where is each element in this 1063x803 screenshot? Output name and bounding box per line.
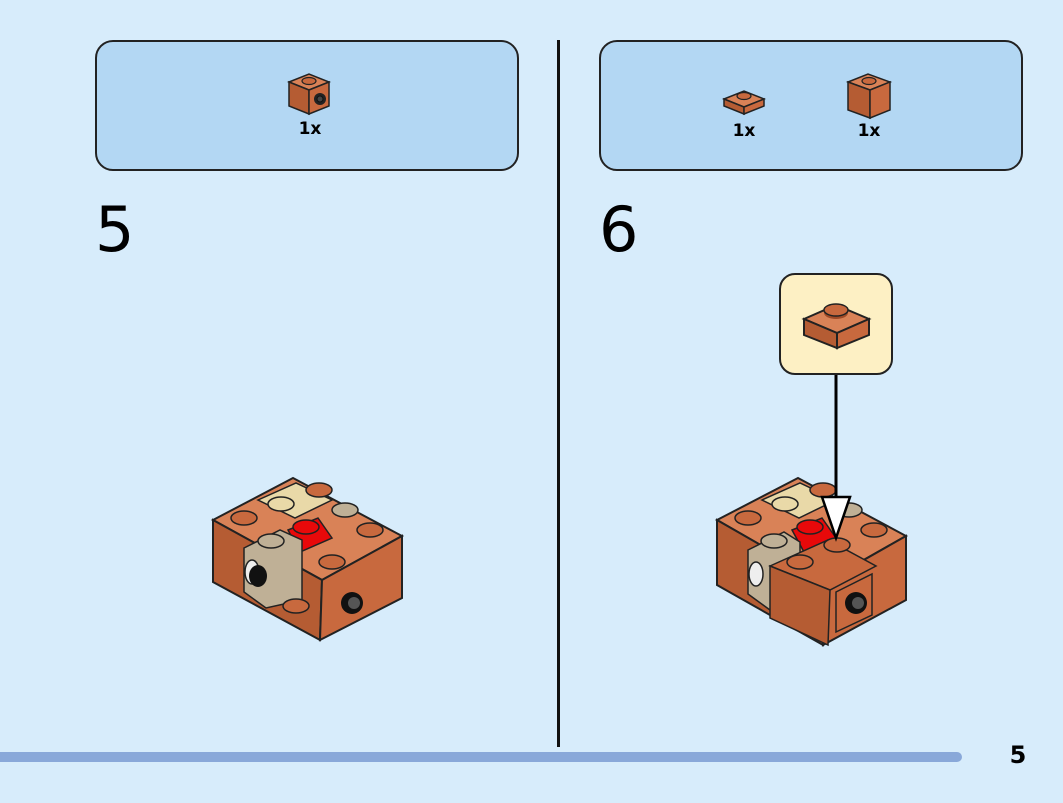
step-number: 5	[95, 193, 135, 266]
part-quantity: 1x	[857, 121, 881, 141]
part-quantity: 1x	[298, 119, 322, 139]
model-step-6	[714, 375, 909, 647]
part-item: 1x	[843, 68, 895, 140]
part-quantity: 1x	[732, 121, 756, 141]
plate-1x1-icon	[801, 303, 872, 350]
step-number: 6	[599, 193, 639, 266]
step-divider	[557, 40, 560, 747]
progress-bar	[0, 752, 962, 762]
brick-1x1-icon	[845, 73, 893, 120]
plate-1x1-icon	[721, 90, 767, 116]
model-step-5	[210, 476, 405, 642]
part-item: 1x	[721, 82, 767, 140]
parts-list-step-6: 1x 1x	[599, 40, 1023, 171]
brick-1x1-with-side-stud-icon	[286, 73, 332, 116]
parts-list-step-5: 1x	[95, 40, 519, 171]
page-number: 5	[1009, 741, 1027, 769]
part-item: 1x	[283, 70, 337, 138]
callout-box	[779, 273, 893, 375]
